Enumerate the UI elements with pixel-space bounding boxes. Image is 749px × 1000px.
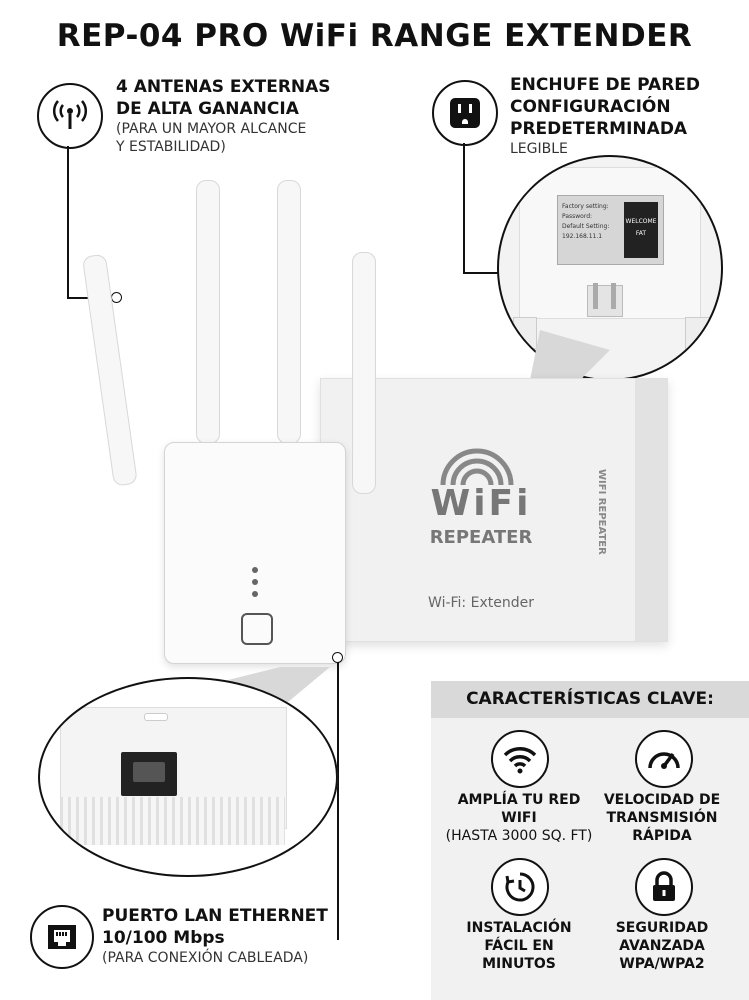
feature-speed-line-3: RÁPIDA: [632, 828, 692, 844]
lock-icon: [635, 858, 693, 916]
antennas-heading-2: DE ALTA GANANCIA: [116, 99, 299, 119]
plug-sub: LEGIBLE: [510, 141, 568, 157]
router-device: [164, 442, 346, 664]
sticker-line-3: Default Setting: 192.168.11.1: [562, 223, 610, 240]
box-repeater-text: REPEATER: [429, 527, 533, 548]
features-panel: [431, 681, 749, 1000]
feature-install-line-2: FÁCIL EN: [484, 938, 554, 954]
feature-speed-line-2: TRANSMISIÓN: [606, 810, 718, 826]
antennas-heading-1: 4 ANTENAS EXTERNAS: [116, 77, 331, 97]
feature-install-line-3: MINUTOS: [482, 956, 556, 972]
plug-heading-1: ENCHUFE DE PARED: [510, 75, 701, 95]
feature-range-line-1: AMPLÍA TU RED: [457, 792, 581, 808]
lan-sub: (PARA CONEXIÓN CABLEADA): [102, 950, 309, 966]
wall-outlet-icon: [432, 80, 498, 146]
lan-leader-line: [337, 660, 339, 940]
antennas-callout-text: 4 ANTENAS EXTERNAS DE ALTA GANANCIA (PAR…: [116, 76, 376, 156]
lan-leader-dot: [332, 652, 343, 663]
plug-leader-line: [463, 143, 465, 273]
box-wifi-logo-icon: [440, 448, 514, 486]
sticker-badge-2: FAT: [635, 230, 647, 237]
features-heading: CARACTERÍSTICAS CLAVE:: [431, 681, 749, 718]
box-side: [635, 379, 667, 641]
retail-box: WiFi REPEATER Wi-Fi: Extender WIFI REPEA…: [320, 378, 668, 642]
lan-zoom-border: [38, 677, 338, 877]
plug-callout-text: ENCHUFE DE PARED CONFIGURACIÓN PREDETERM…: [510, 74, 740, 158]
led-indicator-1: [252, 567, 258, 573]
page-title: REP-04 PRO WiFi RANGE EXTENDER: [56, 18, 693, 54]
antenna-1: [81, 253, 138, 487]
feature-install-line-1: INSTALACIÓN: [466, 920, 572, 936]
antenna-2: [196, 180, 220, 444]
box-extender-text: Wi-Fi: Extender: [428, 595, 534, 611]
antenna-3: [277, 180, 301, 444]
plug-prong-left: [593, 283, 598, 309]
antenna-4: [352, 252, 376, 494]
antenna-hinge-left: [513, 317, 537, 349]
label-sticker-text: Factory setting: Password: Default Setti…: [562, 202, 622, 242]
plug-prong-right: [611, 283, 616, 309]
antennas-sub-2: Y ESTABILIDAD): [116, 139, 226, 155]
wps-button[interactable]: [241, 613, 273, 645]
speedometer-icon: [635, 730, 693, 788]
antennas-leader-dot: [111, 292, 122, 303]
feature-range-line-2: WIFI: [501, 810, 537, 826]
clock-icon: [491, 858, 549, 916]
ethernet-port-icon: [30, 905, 94, 969]
antenna-hinge-right: [685, 317, 709, 349]
feature-range-text: AMPLÍA TU RED WIFI (HASTA 3000 SQ. FT): [444, 791, 594, 845]
wifi-icon: [491, 730, 549, 788]
feature-speed-text: VELOCIDAD DE TRANSMISIÓN RÁPIDA: [587, 791, 737, 845]
feature-security-line-1: SEGURIDAD: [615, 920, 709, 936]
box-wifi-text: WiFi: [430, 483, 532, 524]
sticker-line-1: Factory setting:: [562, 203, 609, 210]
box-side-text: WIFI REPEATER: [596, 469, 607, 555]
feature-security-line-2: AVANZADA: [619, 938, 705, 954]
led-indicator-3: [252, 591, 258, 597]
sticker-badge: WELCOME FAT: [624, 202, 658, 258]
antenna-signal-icon: [37, 83, 103, 149]
sticker-badge-1: WELCOME: [625, 218, 657, 225]
antennas-sub-1: (PARA UN MAYOR ALCANCE: [116, 121, 307, 137]
plug-zoom-view: Factory setting: Password: Default Setti…: [497, 155, 723, 381]
feature-install-text: INSTALACIÓN FÁCIL EN MINUTOS: [444, 919, 594, 973]
feature-speed-line-1: VELOCIDAD DE: [603, 792, 721, 808]
plug-heading-3: PREDETERMINADA: [510, 119, 688, 139]
feature-security-line-3: WPA/WPA2: [619, 956, 705, 972]
lan-callout-text: PUERTO LAN ETHERNET 10/100 Mbps (PARA CO…: [102, 905, 402, 967]
plug-heading-2: CONFIGURACIÓN: [510, 97, 671, 117]
led-indicator-2: [252, 579, 258, 585]
plug-leader-line-h: [463, 272, 501, 274]
lan-heading-2: 10/100 Mbps: [102, 928, 225, 948]
sticker-line-2: Password:: [562, 213, 593, 220]
lan-heading-1: PUERTO LAN ETHERNET: [102, 906, 328, 926]
feature-security-text: SEGURIDAD AVANZADA WPA/WPA2: [587, 919, 737, 973]
label-sticker: Factory setting: Password: Default Setti…: [557, 195, 664, 265]
antennas-leader-line: [67, 146, 69, 298]
feature-range-light: (HASTA 3000 SQ. FT): [445, 828, 593, 844]
